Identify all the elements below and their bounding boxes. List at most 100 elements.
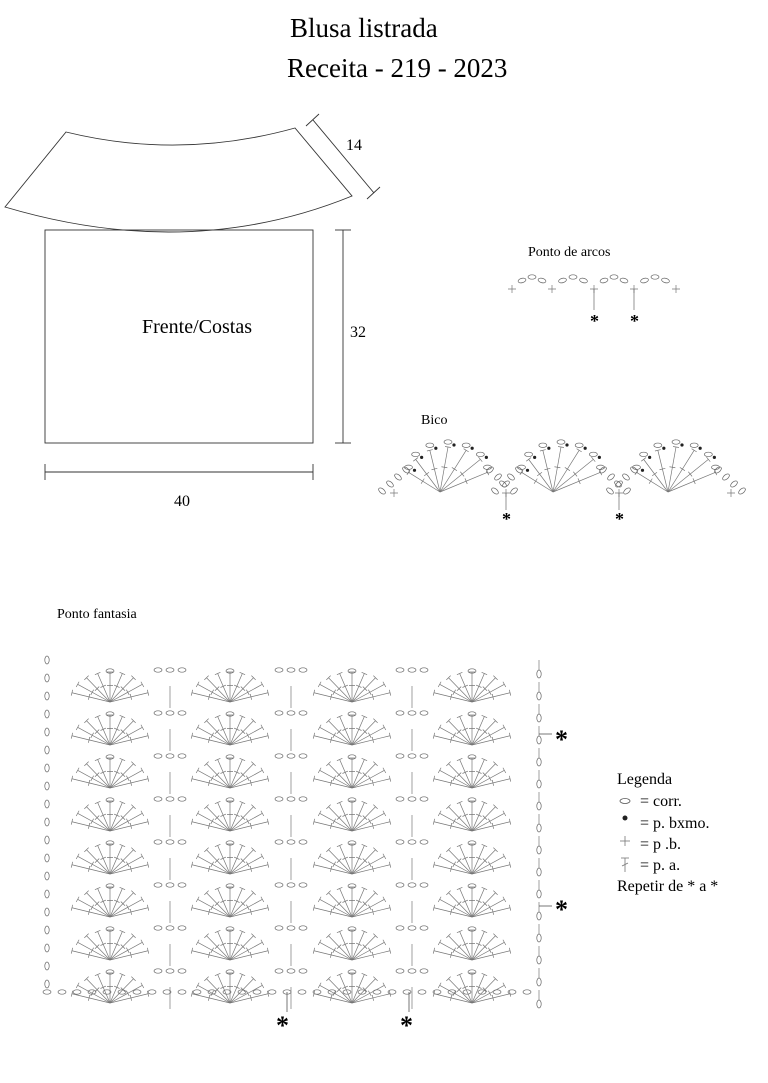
chain-stitch [225, 883, 235, 889]
double-crochet-stitch [326, 890, 353, 918]
slip-stitch [412, 468, 417, 472]
double-crochet-stitch [109, 761, 136, 789]
double-crochet-stitch [667, 448, 697, 493]
single-crochet-stitch [390, 489, 398, 497]
chain-stitch [105, 969, 115, 975]
double-crochet-stitch [351, 847, 378, 875]
double-crochet-stitch [456, 929, 473, 961]
double-crochet-stitch [229, 675, 256, 703]
chain-stitch [165, 796, 175, 802]
title-line-1: Blusa listrada [290, 13, 438, 43]
double-crochet-stitch [471, 972, 488, 1004]
chain-stitch [568, 274, 578, 280]
chain-stitch [738, 487, 746, 495]
chain-stitch [153, 710, 163, 716]
double-crochet-stitch [471, 775, 512, 789]
double-crochet-stitch [351, 818, 392, 832]
double-crochet-stitch [229, 843, 246, 875]
chain-stitch [378, 487, 386, 495]
double-crochet-stitch [351, 810, 387, 832]
double-crochet-stitch [469, 671, 475, 702]
chain-stitch [274, 925, 284, 931]
chain-stitch [347, 926, 357, 932]
double-crochet-stitch [312, 689, 353, 703]
double-crochet-stitch [432, 990, 473, 1004]
chain-stitch [102, 989, 112, 995]
double-crochet-stitch [229, 681, 265, 703]
double-crochet-stitch [70, 818, 111, 832]
double-crochet-stitch [204, 847, 231, 875]
chain-stitch [556, 439, 566, 445]
chain-stitch [599, 277, 609, 284]
chain-stitch [507, 989, 517, 995]
double-crochet-stitch [312, 990, 353, 1004]
chain-stitch [222, 989, 232, 995]
double-crochet-stitch [312, 775, 353, 789]
chain-stitch [274, 710, 284, 716]
double-crochet-stitch [471, 804, 498, 832]
double-crochet-stitch [471, 671, 488, 703]
double-crochet-stitch [190, 904, 231, 918]
double-crochet-stitch [109, 718, 136, 746]
chain-stitch [536, 845, 542, 855]
chain-stitch [225, 797, 235, 803]
chain-stitch [630, 466, 638, 474]
double-crochet-stitch [317, 681, 353, 703]
chain-stitch [579, 277, 588, 284]
double-crochet-stitch [469, 757, 475, 788]
chain-stitch [606, 487, 614, 495]
chain-stitch [347, 797, 357, 803]
chain-stitch [298, 839, 308, 845]
double-crochet-stitch [75, 767, 111, 789]
chain-stitch [419, 710, 429, 716]
chain-stitch [661, 277, 670, 284]
double-crochet-stitch [471, 853, 507, 875]
chain-stitch [419, 839, 429, 845]
yoke-dimension [305, 113, 381, 200]
chain-stitch [536, 713, 542, 723]
double-crochet-stitch [107, 757, 113, 788]
double-crochet-stitch [471, 818, 512, 832]
chain-stitch [467, 668, 477, 674]
double-crochet-stitch [204, 718, 231, 746]
chain-stitch [105, 711, 115, 717]
chain-stitch [522, 989, 532, 995]
double-crochet-stitch [351, 757, 368, 789]
chain-stitch [536, 779, 542, 789]
double-crochet-stitch [326, 847, 353, 875]
double-crochet-stitch [336, 757, 353, 789]
double-crochet-stitch [229, 990, 270, 1004]
chain-stitch [267, 989, 277, 995]
double-crochet-stitch [229, 972, 246, 1004]
double-crochet-stitch [351, 767, 387, 789]
repeat-marker: * [276, 1011, 289, 1040]
double-crochet-stitch [229, 800, 246, 832]
chain-stitch [395, 710, 405, 716]
chain-stitch [599, 466, 607, 474]
double-crochet-stitch [109, 775, 150, 789]
double-crochet-stitch [109, 947, 150, 961]
slip-stitch [484, 455, 488, 459]
double-crochet-stitch [204, 761, 231, 789]
double-crochet-stitch [109, 732, 150, 746]
chain-stitch [105, 797, 115, 803]
double-crochet-stitch [351, 853, 387, 875]
double-crochet-stitch [471, 767, 507, 789]
double-crochet-stitch [70, 990, 111, 1004]
chain-stitch [536, 889, 542, 899]
double-crochet-stitch [446, 675, 473, 703]
chain-stitch [44, 655, 50, 665]
double-crochet-stitch [351, 886, 368, 918]
double-crochet-stitch [654, 449, 669, 493]
double-crochet-stitch [195, 810, 231, 832]
double-crochet-stitch [317, 724, 353, 746]
chain-stitch [714, 466, 722, 474]
double-crochet-stitch [227, 714, 233, 745]
double-crochet-stitch [317, 810, 353, 832]
chain-stitch [105, 926, 115, 932]
chain-stitch [730, 480, 738, 488]
chain-stitch [44, 979, 50, 989]
double-crochet-stitch [229, 933, 256, 961]
double-crochet-stitch [214, 671, 231, 703]
chain-stitch [536, 999, 542, 1009]
